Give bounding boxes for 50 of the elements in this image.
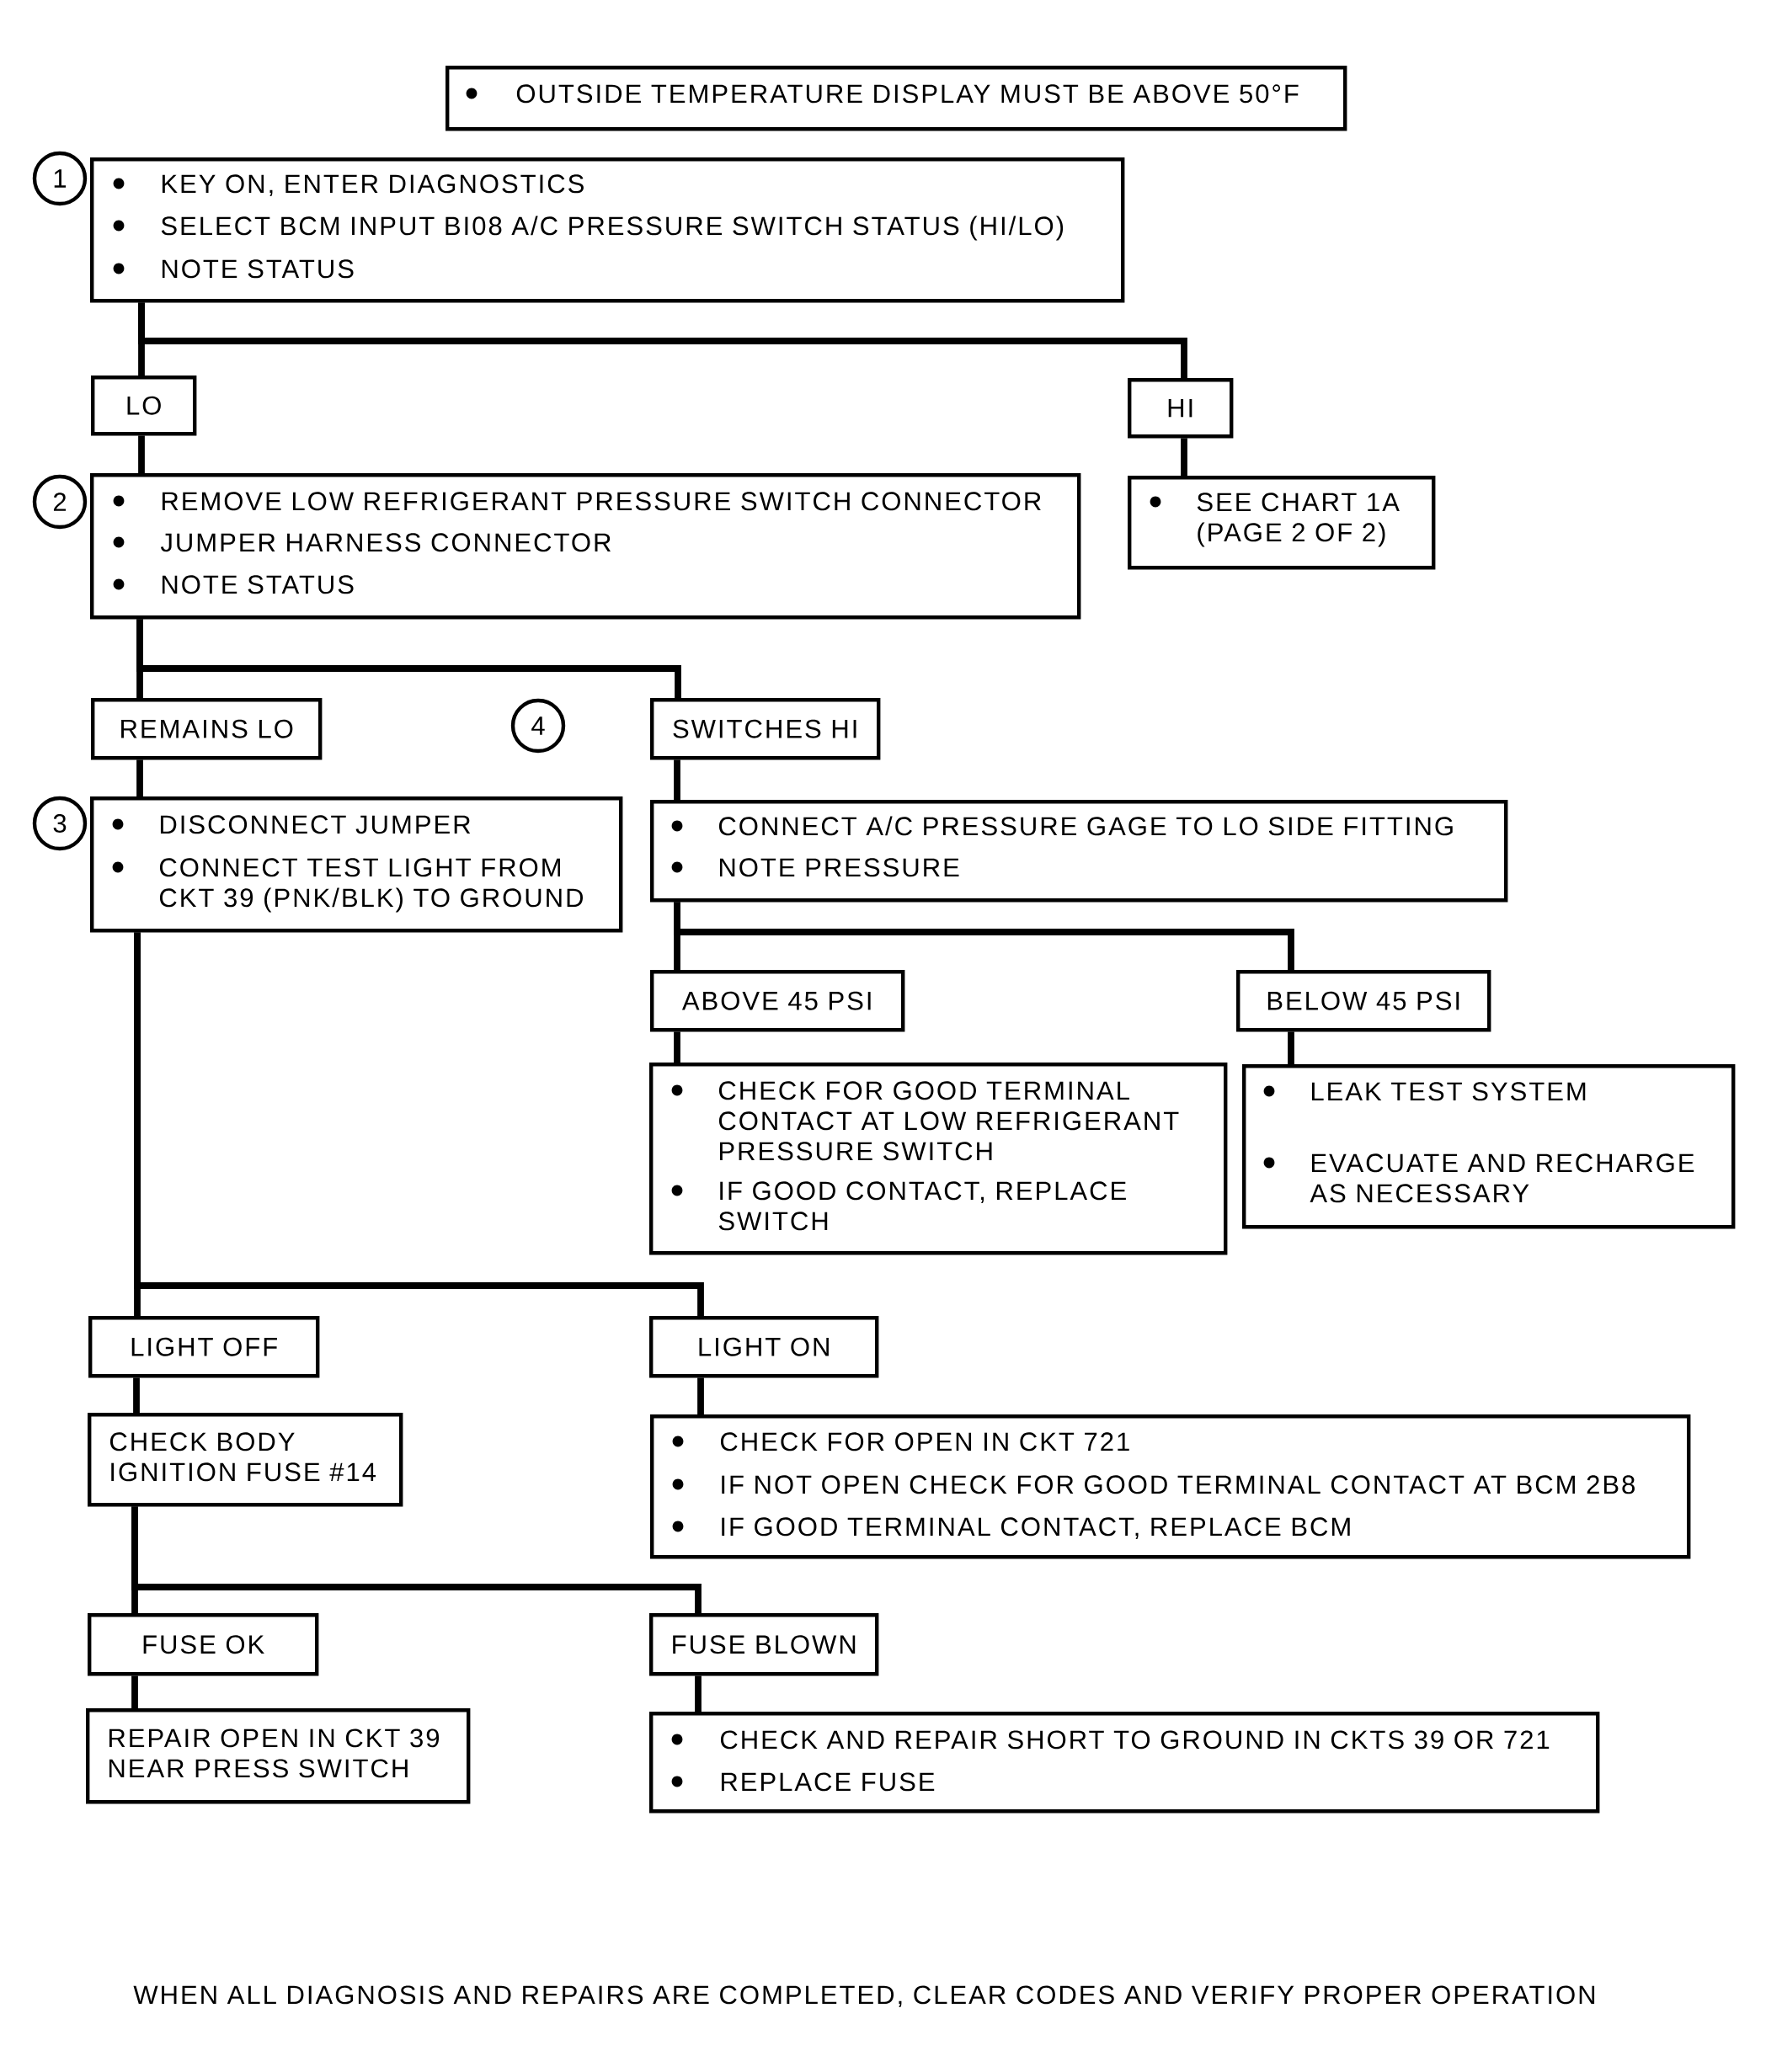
step-box	[90, 796, 623, 933]
instruction-text: IF NOT OPEN CHECK FOR GOOD TERMINAL CONTACT AT BCM 2B8	[722, 1475, 1635, 1494]
instruction-text: NOTE STATUS	[162, 259, 354, 279]
callout-number: 3	[32, 796, 88, 851]
step-box	[86, 1708, 471, 1804]
instruction-text: CONNECT TEST LIGHT FROM CKT 39 (PNK/BLK) TO GROUND	[159, 858, 583, 913]
instruction-text: CHECK FOR OPEN IN CKT 721	[720, 1432, 1129, 1451]
step-box	[90, 157, 1125, 303]
instruction-text: IF GOOD TERMINAL CONTACT, REPLACE BCM	[722, 1517, 1350, 1539]
instruction-text: SEE CHART 1A (PAGE 2 OF 2)	[1197, 493, 1400, 547]
step-box	[649, 1712, 1600, 1814]
instruction-text: REMOVE LOW REFRIGERANT PRESSURE SWITCH CONNECTOR	[162, 492, 1041, 511]
result-box: SWITCHES HI	[650, 698, 881, 760]
instruction-text: DISCONNECT JUMPER	[160, 815, 471, 834]
instruction-text: NOTE PRESSURE	[719, 858, 959, 877]
step-box	[88, 1413, 403, 1507]
instruction-text: CONNECT A/C PRESSURE GAGE TO LO SIDE FITTING	[718, 816, 1453, 836]
result-box: HI	[1128, 378, 1234, 439]
step-box	[446, 66, 1347, 131]
step-box	[649, 1063, 1228, 1255]
callout-number: 4	[510, 698, 566, 754]
result-box: REMAINS LO	[91, 698, 323, 760]
result-box: FUSE BLOWN	[649, 1613, 879, 1676]
instruction-text: CHECK AND REPAIR SHORT TO GROUND IN CKTS 39 OR 721	[720, 1730, 1550, 1750]
result-box: LIGHT OFF	[88, 1316, 320, 1378]
step-box	[650, 800, 1508, 903]
instruction-text: KEY ON, ENTER DIAGNOSTICS	[162, 174, 584, 196]
instruction-text: REPAIR OPEN IN CKT 39 NEAR PRESS SWITCH	[109, 1728, 440, 1778]
instruction-text: IF GOOD CONTACT, REPLACE SWITCH	[718, 1181, 1126, 1231]
instruction-text: NOTE STATUS	[162, 575, 354, 594]
result-box: LIGHT ON	[649, 1316, 879, 1378]
result-box: FUSE OK	[88, 1613, 319, 1676]
instruction-text: EVACUATE AND RECHARGE AS NECESSARY	[1310, 1153, 1694, 1203]
result-box: BELOW 45 PSI	[1236, 970, 1491, 1032]
step-box	[1242, 1064, 1736, 1229]
instruction-text: SELECT BCM INPUT BI08 A/C PRESSURE SWITCH STATUS (HI/LO)	[161, 216, 1064, 241]
step-box	[1128, 476, 1436, 570]
instruction-text: REPLACE FUSE	[721, 1772, 935, 1792]
instruction-text: JUMPER HARNESS CONNECTOR	[160, 533, 611, 552]
note-text: WHEN ALL DIAGNOSIS AND REPAIRS ARE COMPLETED, CLEAR CODES AND VERIFY PROPER OPERATION	[133, 1985, 1595, 2007]
callout-number: 1	[32, 151, 88, 206]
instruction-text: OUTSIDE TEMPERATURE DISPLAY MUST BE ABOVE 50°F	[516, 84, 1299, 104]
callout-number: 2	[32, 474, 88, 530]
instruction-text: CHECK FOR GOOD TERMINAL CONTACT AT LOW REFRIGERANT PRESSURE SWITCH	[718, 1081, 1179, 1161]
result-box: LO	[91, 376, 197, 436]
result-box: ABOVE 45 PSI	[650, 970, 905, 1032]
step-box	[90, 473, 1081, 620]
step-box	[650, 1414, 1691, 1559]
instruction-text: CHECK BODY IGNITION FUSE #14	[109, 1432, 376, 1482]
instruction-text: LEAK TEST SYSTEM	[1311, 1082, 1586, 1101]
